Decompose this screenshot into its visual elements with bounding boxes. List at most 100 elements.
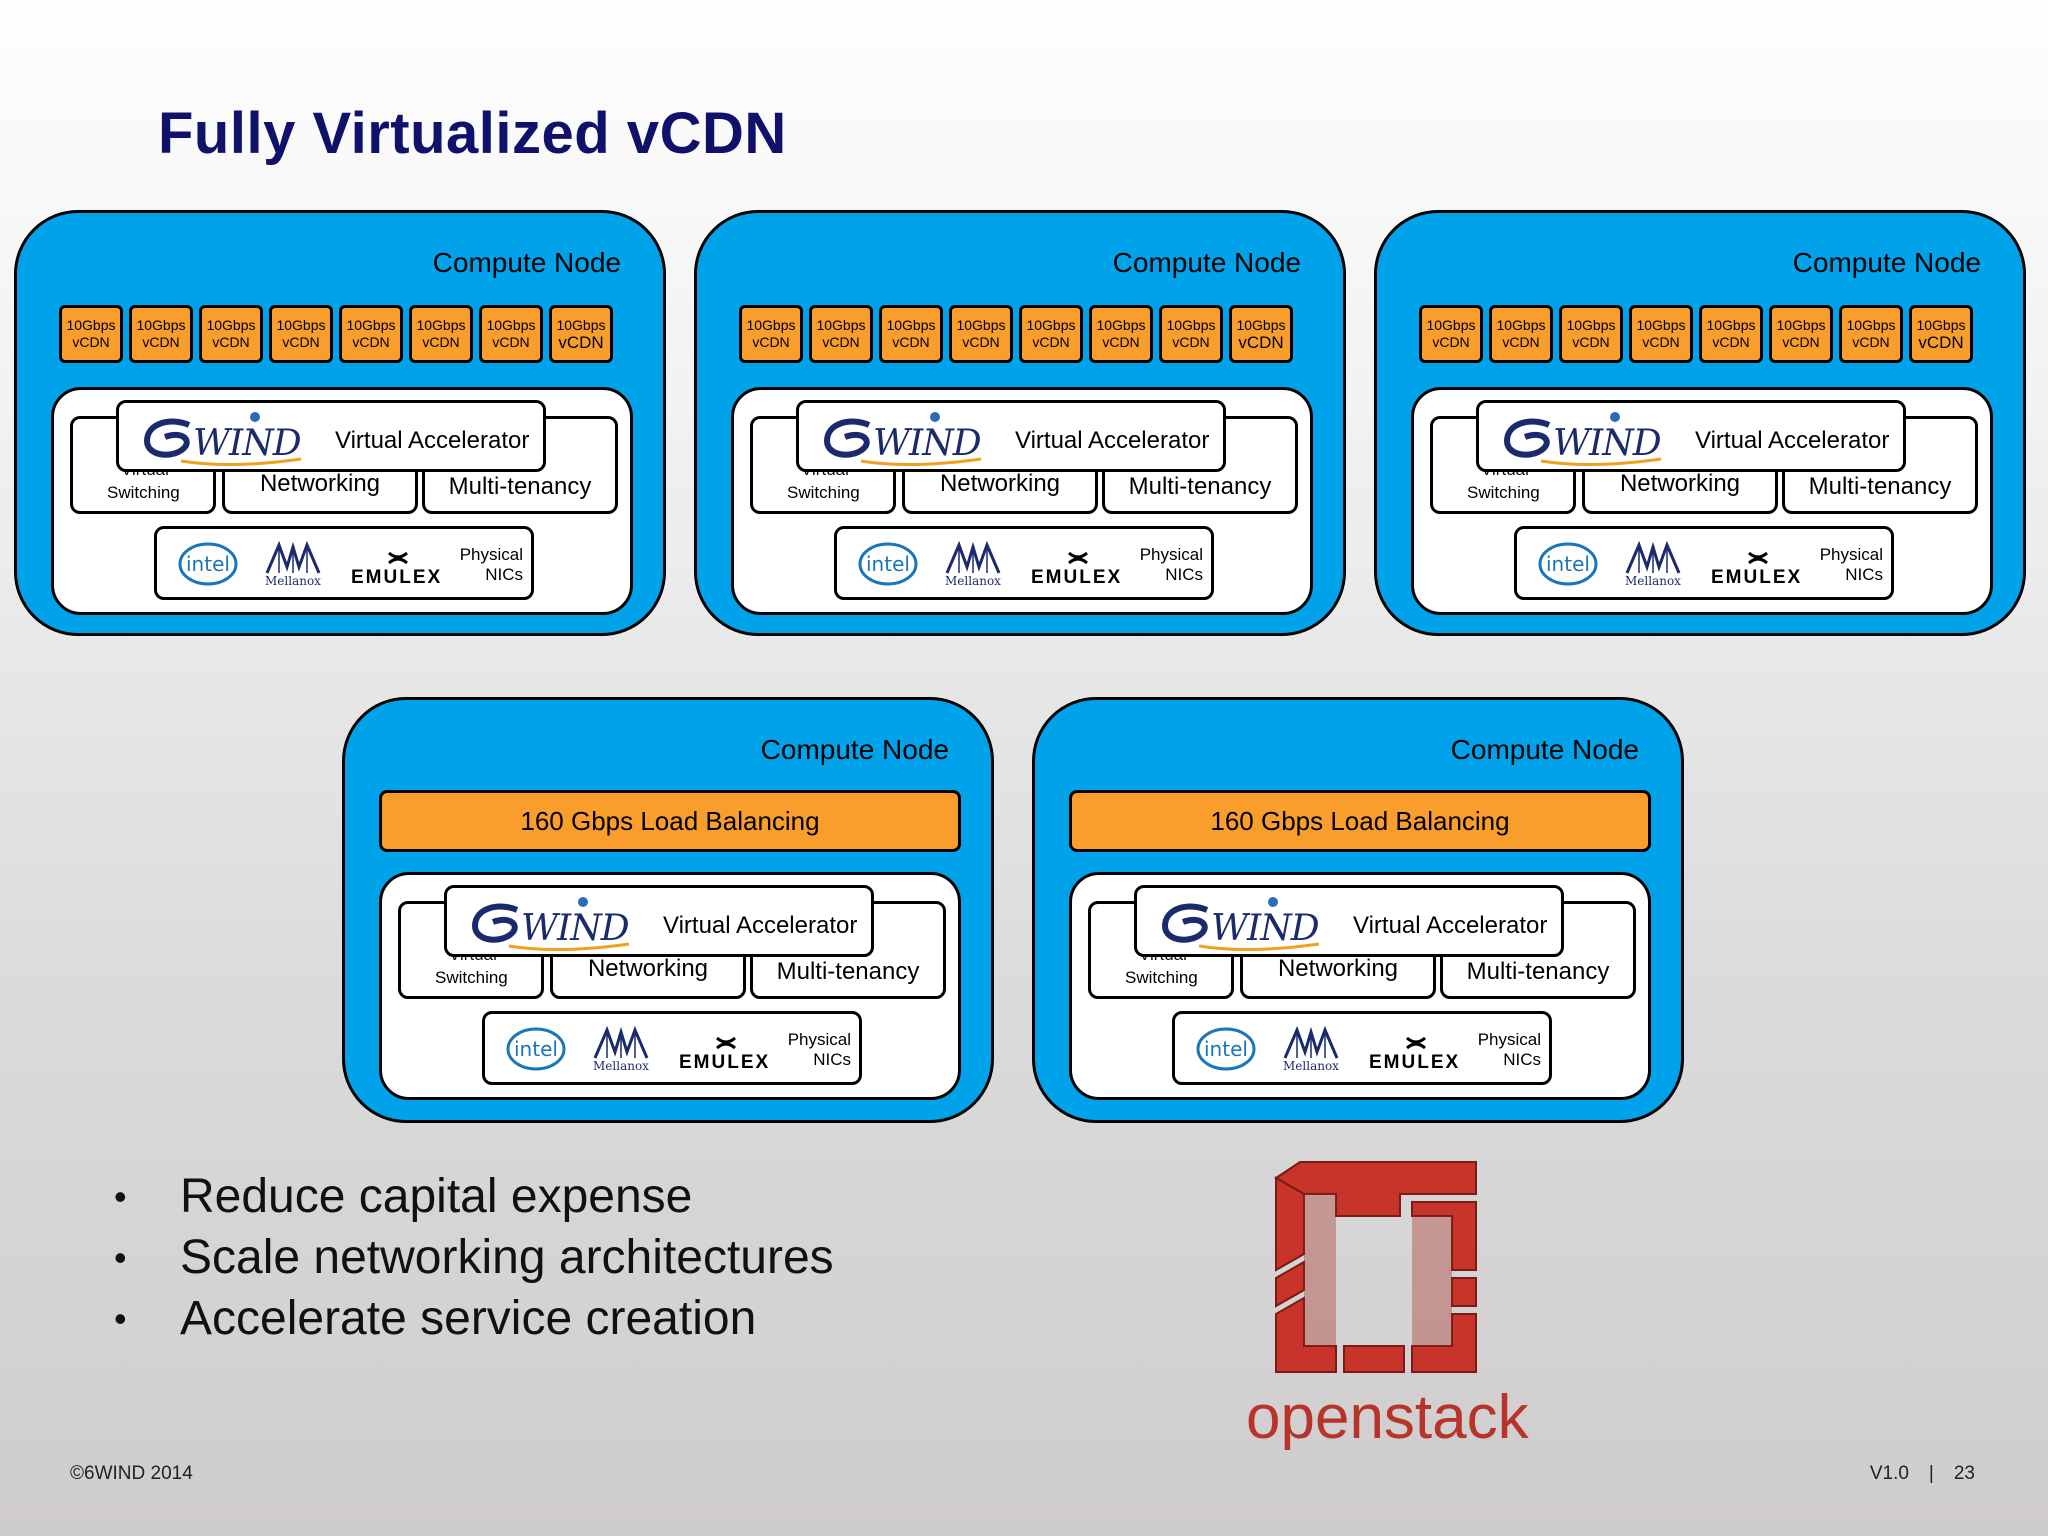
page-number: 23 — [1953, 1463, 1975, 1484]
openstack-wordmark: openstack — [1246, 1383, 1530, 1450]
svg-text:WIND: WIND — [1553, 423, 1662, 464]
physical-nics-line2: NICs — [485, 565, 523, 584]
virtual-accelerator-label: Virtual Accelerator — [1695, 427, 1890, 454]
compute-node-label: Compute Node — [1792, 247, 1981, 278]
multi-tenancy-label: Multi-tenancy — [776, 958, 920, 985]
physical-nics-box: intel Mellanox EMULEX Physical NICs — [1514, 526, 1894, 600]
mellanox-logo: Mellanox — [1283, 1025, 1339, 1073]
version: V1.0 — [1869, 1463, 1909, 1484]
software-stack: Virtual Switching Networking Multi-tenan… — [51, 387, 633, 615]
software-stack: Virtual Switching Networking Multi-tenan… — [1411, 387, 1993, 615]
mellanox-logo: Mellanox — [1625, 540, 1681, 588]
svg-text:EMULEX: EMULEX — [1369, 1052, 1460, 1072]
compute-node-label: Compute Node — [1450, 734, 1639, 765]
networking-label: Networking — [939, 470, 1061, 497]
svg-text:intel: intel — [1204, 1037, 1248, 1061]
6wind-logo: WIND — [1503, 412, 1663, 467]
svg-text:intel: intel — [1546, 552, 1590, 576]
virtual-accelerator-box: WIND Virtual Accelerator — [444, 885, 874, 957]
virtual-accelerator-box: WIND Virtual Accelerator — [116, 400, 546, 472]
compute-node-label: Compute Node — [432, 247, 621, 278]
physical-nics-box: intel Mellanox EMULEX Physical NICs — [1172, 1011, 1552, 1085]
virtual-accelerator-label: Virtual Accelerator — [1353, 912, 1548, 939]
multi-tenancy-label: Multi-tenancy — [448, 473, 592, 500]
physical-nics-line1: Physical — [459, 545, 523, 564]
intel-logo: intel — [1538, 542, 1598, 586]
6wind-logo: WIND — [143, 412, 303, 467]
physical-nics-line1: Physical — [1819, 545, 1883, 564]
load-balancing-box: 160 Gbps Load Balancing — [1069, 790, 1651, 852]
emulex-logo: EMULEX — [679, 1036, 768, 1072]
virtual-switching-label: Switching — [787, 483, 860, 502]
copyright: ©6WIND 2014 — [70, 1463, 193, 1484]
software-stack: Virtual Switching Networking Multi-tenan… — [1069, 872, 1651, 1100]
networking-label: Networking — [259, 470, 381, 497]
virtual-accelerator-box: WIND Virtual Accelerator — [1134, 885, 1564, 957]
multi-tenancy-label: Multi-tenancy — [1466, 958, 1610, 985]
physical-nics-label: Physical NICs — [1478, 1030, 1541, 1070]
emulex-logo: EMULEX — [1031, 551, 1122, 587]
mellanox-logo: Mellanox — [593, 1025, 649, 1073]
emulex-logo: EMULEX — [1369, 1036, 1460, 1072]
compute-node-label: Compute Node — [1112, 247, 1301, 278]
bullet-item: •Reduce capital expense — [114, 1170, 693, 1223]
bullet-item: •Scale networking architectures — [114, 1231, 834, 1284]
footer-separator: | — [1928, 1463, 1934, 1484]
compute-node-label: Compute Node — [760, 734, 949, 765]
openstack-logo: openstack — [1246, 1161, 1530, 1450]
svg-text:intel: intel — [866, 552, 910, 576]
virtual-switching-label: Switching — [435, 968, 508, 987]
software-stack: Virtual Switching Networking Multi-tenan… — [731, 387, 1313, 615]
physical-nics-line1: Physical — [1477, 1030, 1541, 1049]
intel-logo: intel — [178, 542, 238, 586]
physical-nics-label: Physical NICs — [460, 545, 523, 585]
emulex-logo: EMULEX — [351, 551, 442, 587]
svg-text:EMULEX: EMULEX — [351, 567, 442, 587]
intel-logo: intel — [858, 542, 918, 586]
intel-logo: intel — [1196, 1027, 1256, 1071]
networking-label: Networking — [1277, 955, 1399, 982]
virtual-accelerator-label: Virtual Accelerator — [335, 427, 530, 454]
svg-text:EMULEX: EMULEX — [1711, 567, 1802, 587]
svg-text:intel: intel — [186, 552, 230, 576]
physical-nics-label: Physical NICs — [1140, 545, 1203, 585]
page-footer: V1.0 | 23 — [1870, 1463, 1975, 1485]
virtual-accelerator-label: Virtual Accelerator — [1015, 427, 1210, 454]
svg-text:EMULEX: EMULEX — [1031, 567, 1122, 587]
physical-nics-box: intel Mellanox EMULEX Physical NICs — [154, 526, 534, 600]
svg-text:Mellanox: Mellanox — [1283, 1059, 1339, 1073]
physical-nics-line2: NICs — [813, 1050, 851, 1069]
virtual-switching-label: Switching — [1467, 483, 1540, 502]
svg-text:WIND: WIND — [521, 908, 630, 949]
virtual-accelerator-box: WIND Virtual Accelerator — [796, 400, 1226, 472]
benefits-list: •Reduce capital expense •Scale networkin… — [110, 1166, 834, 1349]
physical-nics-box: intel Mellanox EMULEX Physical NICs — [834, 526, 1214, 600]
svg-text:WIND: WIND — [873, 423, 982, 464]
mellanox-logo: Mellanox — [265, 540, 321, 588]
emulex-logo: EMULEX — [1711, 551, 1802, 587]
